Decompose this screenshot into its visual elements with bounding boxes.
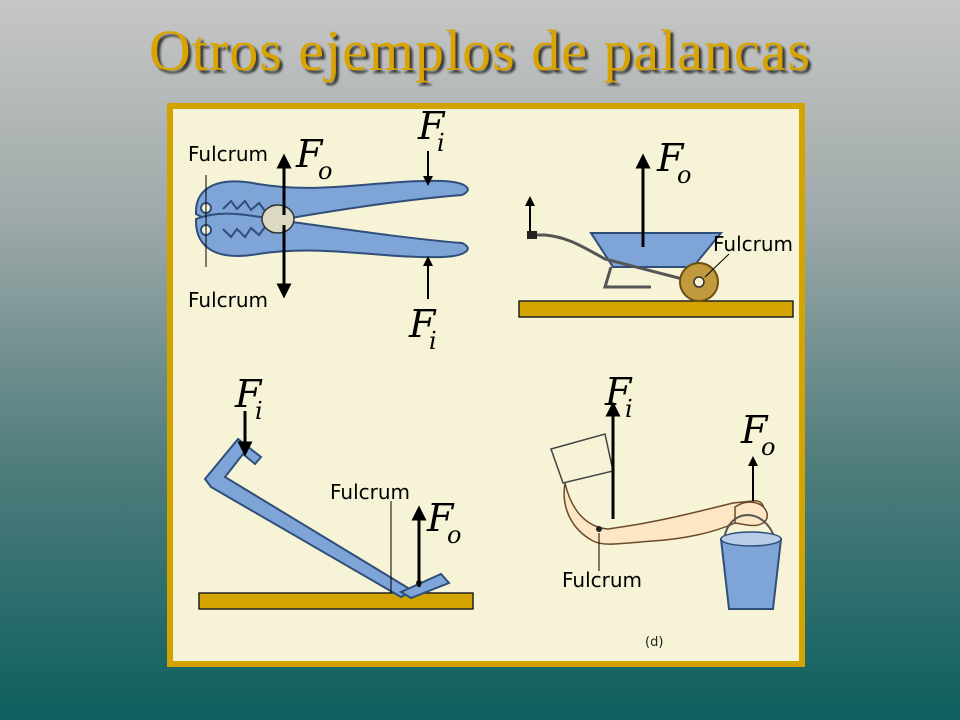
force-subscript: i <box>255 397 263 425</box>
crowbar <box>203 437 416 599</box>
fulcrum-label: Fulcrum <box>330 480 410 504</box>
hand <box>734 501 768 527</box>
force-subscript: o <box>761 433 775 461</box>
slide-title: Otros ejemplos de palancas <box>148 18 812 83</box>
force-symbol: F <box>295 132 324 176</box>
force-symbol: F <box>656 136 685 180</box>
force-symbol: F <box>408 302 437 346</box>
bucket <box>719 538 783 610</box>
wheelbarrow-panel: F o Fulcrum <box>518 136 794 318</box>
shirt-sleeve <box>550 433 614 484</box>
force-symbol: F <box>604 370 633 414</box>
arm-panel: F i F o Fulcrum <box>550 370 783 610</box>
levers-figure: Fulcrum Fulcrum F o F i F i F o Fulcrum <box>167 103 805 667</box>
figure-caption: (d) <box>645 635 663 650</box>
bucket-handle <box>723 514 776 540</box>
force-symbol: F <box>740 408 769 452</box>
force-subscript: o <box>318 157 332 185</box>
fulcrum-label: Fulcrum <box>188 288 268 312</box>
force-subscript: i <box>437 129 445 157</box>
ground-bar <box>518 300 794 318</box>
force-symbol: F <box>234 372 263 416</box>
nutcracker-lower-handle <box>194 212 469 259</box>
force-subscript: o <box>677 161 691 189</box>
fulcrum-label: Fulcrum <box>562 568 642 592</box>
nut <box>261 204 295 234</box>
force-subscript: i <box>429 327 437 355</box>
fulcrum-label: Fulcrum <box>188 142 268 166</box>
fulcrum-label: Fulcrum <box>713 232 793 256</box>
force-symbol: F <box>417 109 446 148</box>
levers-diagram: Fulcrum Fulcrum F o F i F i F o Fulcrum <box>188 109 794 650</box>
force-subscript: i <box>625 395 633 423</box>
nutcracker-panel: Fulcrum Fulcrum F o F i F i <box>188 109 469 355</box>
ground-bar <box>198 592 474 610</box>
force-symbol: F <box>426 496 455 540</box>
force-subscript: o <box>447 521 461 549</box>
crowbar-panel: F i Fulcrum F o <box>198 372 474 610</box>
